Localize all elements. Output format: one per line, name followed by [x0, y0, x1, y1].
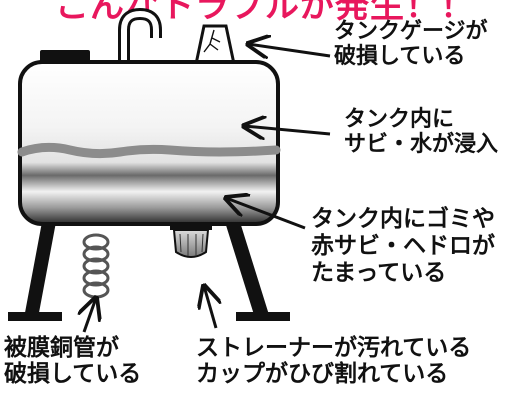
arrow-gauge: [248, 44, 331, 56]
label-pipe: 被膜銅管が 破損している: [4, 335, 142, 387]
label-strainer: ストレーナーが汚れている カップがひび割れている: [196, 335, 472, 387]
label-rust-water: タンク内に サビ・水が浸入: [344, 107, 499, 157]
strainer: [170, 224, 212, 258]
pointer-arrows: [84, 44, 331, 333]
arrow-rust-water: [244, 126, 331, 134]
arrow-pipe: [84, 298, 96, 333]
label-debris: タンク内にゴミや 赤サビ・ヘドロが たまっている: [311, 206, 495, 287]
coiled-pipe: [82, 233, 110, 299]
arrow-strainer: [204, 286, 216, 329]
rust-water-line: [17, 142, 281, 159]
tank-gauge: [194, 24, 236, 66]
tank-body: [18, 60, 280, 226]
label-gauge: タンクゲージが 破損している: [334, 19, 488, 69]
tank-legs: [8, 222, 290, 321]
arrow-debris: [226, 198, 306, 230]
